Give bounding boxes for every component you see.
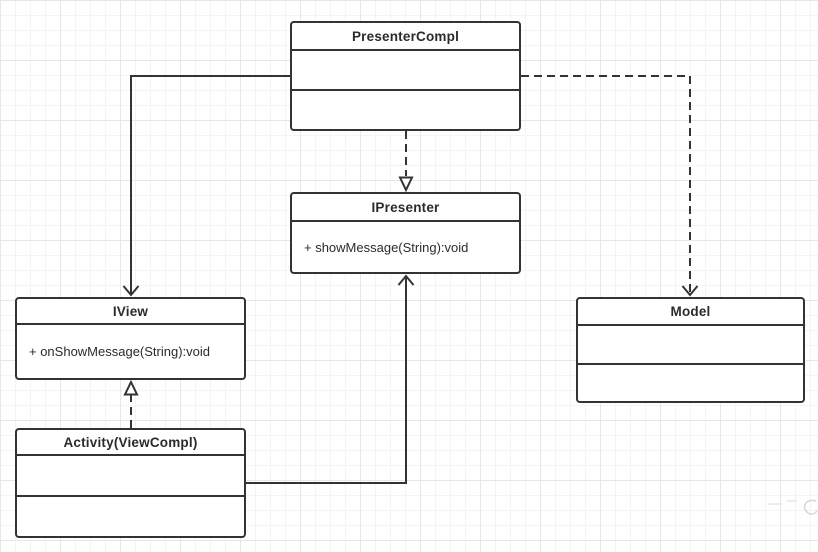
class-title: IView xyxy=(17,299,244,325)
class-title: IPresenter xyxy=(292,194,519,222)
class-activity-viewcompl[interactable]: Activity(ViewCompl) xyxy=(15,428,246,538)
connector-presentercompl-to-iview[interactable] xyxy=(122,75,291,297)
class-method: + onShowMessage(String):void xyxy=(29,344,211,359)
class-compartment xyxy=(17,495,244,536)
class-title: Activity(ViewCompl) xyxy=(17,430,244,456)
class-compartment xyxy=(578,326,803,363)
class-compartment xyxy=(292,51,519,89)
class-title: PresenterCompl xyxy=(292,23,519,51)
watermark-squiggle xyxy=(768,499,818,515)
connector-activity-to-ipresenter[interactable] xyxy=(246,274,415,484)
connector-presentercompl-to-ipresenter[interactable] xyxy=(398,131,414,193)
class-method: + showMessage(String):void xyxy=(304,239,469,255)
class-iview[interactable]: IView + onShowMessage(String):void xyxy=(15,297,246,380)
class-presentercompl[interactable]: PresenterCompl xyxy=(290,21,521,131)
class-title: Model xyxy=(578,299,803,326)
class-compartment xyxy=(17,456,244,495)
class-ipresenter[interactable]: IPresenter + showMessage(String):void xyxy=(290,192,521,274)
connector-presentercompl-to-model[interactable] xyxy=(521,75,699,297)
class-model[interactable]: Model xyxy=(576,297,805,403)
class-compartment xyxy=(578,362,803,402)
class-compartment xyxy=(292,89,519,129)
connector-activity-to-iview[interactable] xyxy=(123,379,139,428)
